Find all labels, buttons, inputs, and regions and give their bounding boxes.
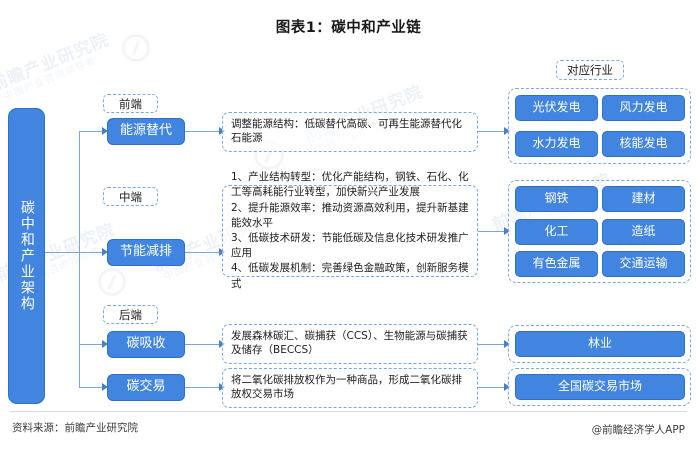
description-line: 4、低碳发展机制：完善绿色金融政策，创新服务模式: [231, 262, 469, 290]
industry-box-label: 有色金属: [532, 256, 581, 271]
industry-box-label: 风力发电: [619, 100, 668, 115]
industry-header: 对应行业: [556, 60, 624, 80]
watermark-logo: [98, 268, 126, 296]
stage-box-carbon-trading[interactable]: 碳交易: [107, 374, 185, 401]
description-line: 调整能源结构：低碳替代高碳、可再生能源替代化石能源: [231, 118, 462, 144]
industry-box-forestry[interactable]: 林业: [515, 331, 685, 357]
connector-desc-to-industry: [478, 387, 507, 389]
watermark-logo: [122, 34, 150, 62]
description-line: 将二氧化碳排放权作为一种商品，形成二氧化碳排放权交易市场: [231, 374, 462, 400]
stage-box-energy-substitution[interactable]: 能源替代: [107, 118, 185, 145]
industry-box-label: 核能发电: [619, 136, 668, 151]
arrow-to-stage-2: [102, 248, 108, 256]
connector-stage-to-desc: [185, 344, 221, 346]
industry-box-label: 化工: [544, 224, 569, 239]
industry-box-label: 建材: [631, 191, 656, 206]
description-line: 发展森林碳汇、碳捕获（CCS）、生物能源与碳捕获及储存（BECCS）: [231, 330, 468, 356]
industry-box-solar[interactable]: 光伏发电: [515, 95, 598, 121]
arrow-to-industry-4: [504, 383, 510, 391]
industry-box-national-carbon-market[interactable]: 全国碳交易市场: [515, 374, 685, 400]
arrow-to-stage-4: [102, 383, 108, 391]
industry-box-transportation[interactable]: 交通运输: [602, 251, 685, 277]
industry-box-wind[interactable]: 风力发电: [602, 95, 685, 121]
stage-tag-label: 前端: [119, 96, 142, 111]
industry-box-label: 交通运输: [619, 256, 668, 271]
footer-divider: [10, 411, 687, 412]
stage-tag-front: 前端: [103, 94, 158, 113]
industry-box-label: 全国碳交易市场: [557, 379, 642, 394]
description-line: 1、产业结构转型：优化产能结构，钢铁、石化、化工等高耗能行业转型，加快新兴产业发…: [231, 171, 469, 199]
industry-box-paper[interactable]: 造纸: [602, 219, 685, 245]
page-title: 图表1：碳中和产业链: [275, 20, 422, 36]
arrow-to-industry-3: [504, 340, 510, 348]
description-line: 2、提升能源效率：推动资源高效利用，提升新基建能效水平: [231, 201, 469, 229]
stage-box-label: 碳吸收: [126, 336, 166, 352]
watermark-text: 中国产业咨询领导者: [2, 55, 99, 103]
connector-desc-to-industry: [478, 344, 507, 346]
industry-box-steel[interactable]: 钢铁: [515, 186, 598, 212]
connector-stage-to-desc: [185, 252, 221, 254]
stage-box-label: 碳交易: [126, 379, 166, 395]
description-line: 3、低碳技术研发：节能低碳及信息化技术研发推广应用: [231, 232, 469, 260]
industry-box-chemicals[interactable]: 化工: [515, 219, 598, 245]
arrow-to-stage-1: [102, 127, 108, 135]
description-box-energy-substitution: 调整能源结构：低碳替代高碳、可再生能源替代化石能源: [222, 112, 478, 152]
stage-box-label: 能源替代: [119, 123, 172, 139]
industry-box-nuclear[interactable]: 核能发电: [602, 131, 685, 157]
description-box-carbon-trading: 将二氧化碳排放权作为一种商品，形成二氧化碳排放权交易市场: [222, 368, 478, 408]
industry-box-label: 钢铁: [544, 191, 569, 206]
connector-trunk-vertical: [79, 131, 81, 387]
connector-stage-to-desc: [185, 387, 221, 389]
root-node-carbon-neutral-architecture[interactable]: 碳中和产业架构: [8, 108, 45, 404]
industry-box-building-materials[interactable]: 建材: [602, 186, 685, 212]
arrow-to-industry-1: [504, 127, 510, 135]
stage-tag-back: 后端: [103, 305, 158, 324]
stage-tag-label: 中端: [119, 189, 142, 204]
connector-root-trunk: [45, 252, 80, 254]
stage-box-carbon-absorption[interactable]: 碳吸收: [107, 331, 185, 358]
industry-box-label: 林业: [587, 336, 612, 351]
root-node-label: 碳中和产业架构: [18, 200, 35, 312]
industry-box-label: 水力发电: [532, 136, 581, 151]
stage-box-energy-saving[interactable]: 节能减排: [107, 239, 185, 266]
connector-trunk-to-stage: [79, 131, 104, 133]
industry-box-hydro[interactable]: 水力发电: [515, 131, 598, 157]
stage-tag-label: 后端: [119, 307, 142, 322]
description-box-carbon-absorption: 发展森林碳汇、碳捕获（CCS）、生物能源与碳捕获及储存（BECCS）: [222, 324, 478, 364]
industry-box-nonferrous-metals[interactable]: 有色金属: [515, 251, 598, 277]
industry-box-label: 光伏发电: [532, 100, 581, 115]
connector-desc-to-industry: [478, 231, 507, 233]
connector-trunk-to-stage: [79, 344, 104, 346]
industry-box-label: 造纸: [631, 224, 656, 239]
industry-header-label: 对应行业: [567, 63, 613, 77]
connector-trunk-to-stage: [79, 387, 104, 389]
connector-desc-to-industry: [478, 131, 507, 133]
connector-trunk-to-stage: [79, 252, 104, 254]
stage-box-label: 节能减排: [119, 244, 172, 260]
arrow-to-stage-3: [102, 340, 108, 348]
source-note: 资料来源：前瞻产业研究院: [12, 422, 138, 434]
arrow-to-industry-2: [504, 227, 510, 235]
credit-note: @前瞻经济学人APP: [591, 424, 685, 436]
description-box-energy-saving: 1、产业结构转型：优化产能结构，钢铁、石化、化工等高耗能行业转型，加快新兴产业发…: [222, 171, 478, 290]
connector-stage-to-desc: [185, 131, 221, 133]
stage-tag-middle: 中端: [103, 187, 158, 206]
